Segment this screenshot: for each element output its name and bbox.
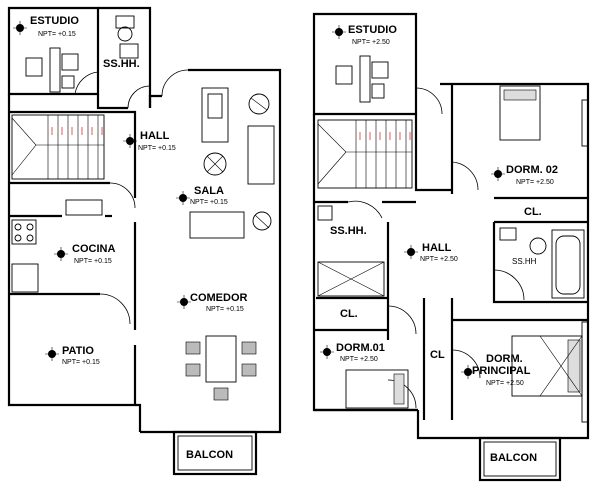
label-hall-upper: HALL <box>422 242 452 254</box>
level-markers <box>13 21 505 379</box>
level-patio: NPT= +0.15 <box>62 359 100 366</box>
label-estudio-ground: ESTUDIO <box>30 15 79 27</box>
label-dorm1: DORM.01 <box>336 342 385 354</box>
label-sshh-bath: SS.HH <box>512 257 537 266</box>
level-estudio-upper: NPT= +2.50 <box>352 39 390 46</box>
level-dorm1: NPT= +2.50 <box>340 356 378 363</box>
label-cl-top: CL. <box>524 206 542 218</box>
label-dorm-principal-1: DORM. <box>486 353 523 365</box>
label-cocina: COCINA <box>72 243 115 255</box>
label-balcon-ground: BALCON <box>186 449 233 461</box>
level-sala: NPT= +0.15 <box>190 199 228 206</box>
label-sala: SALA <box>194 185 224 197</box>
label-cl-left: CL. <box>340 308 358 320</box>
ground-floor-plan <box>7 6 282 476</box>
label-sshh-ground: SS.HH. <box>103 58 140 70</box>
level-hall-ground: NPT= +0.15 <box>138 145 176 152</box>
level-cocina: NPT= +0.15 <box>74 258 112 265</box>
label-cl-mid: CL <box>430 349 445 361</box>
label-hall-ground: HALL <box>140 130 170 142</box>
label-comedor: COMEDOR <box>190 292 248 304</box>
upper-floor-plan <box>312 12 590 482</box>
label-estudio-upper: ESTUDIO <box>348 24 397 36</box>
level-dorm2: NPT= +2.50 <box>516 179 554 186</box>
label-sshh-upper: SS.HH. <box>330 225 367 237</box>
level-estudio-ground: NPT= +0.15 <box>38 31 76 38</box>
level-hall-upper: NPT= +2.50 <box>420 256 458 263</box>
label-dorm-principal-2: PRINCIPAL <box>472 365 531 377</box>
level-comedor: NPT= +0.15 <box>206 306 244 313</box>
label-patio: PATIO <box>62 345 94 357</box>
label-balcon-upper: BALCON <box>490 452 537 464</box>
level-dorm-principal: NPT= +2.50 <box>486 380 524 387</box>
label-dorm2: DORM. 02 <box>506 164 558 176</box>
